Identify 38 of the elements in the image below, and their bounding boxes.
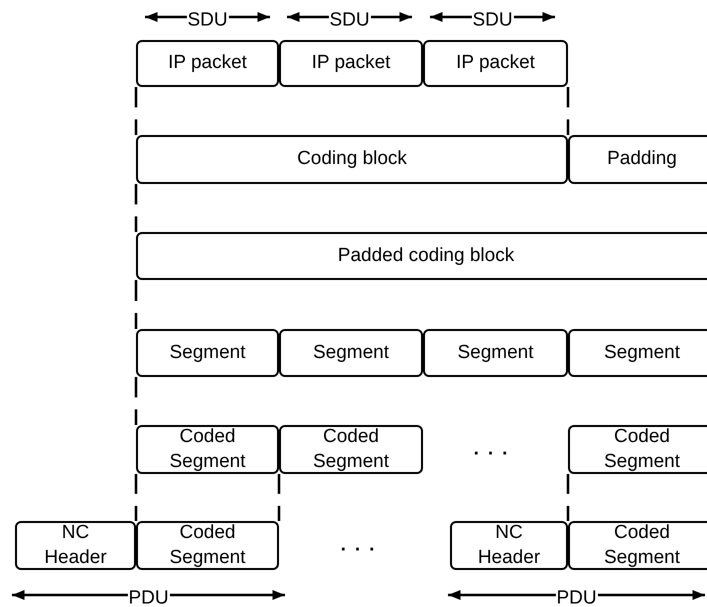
block-label: NC Header [476,520,542,570]
block-label: IP packet [312,51,390,76]
block-box [15,521,136,570]
dimension-label: PDU [555,588,598,607]
block-box [136,329,279,377]
block-label: IP packet [168,51,247,76]
block-box [279,425,423,474]
block-label: Coded Segment [312,424,390,474]
block-box [450,521,568,570]
block-box [568,425,707,474]
block-box [136,521,279,570]
block-label: Coding block [297,147,407,172]
block-box [568,521,707,570]
block-label: Coded Segment [168,520,247,570]
block-box [136,135,568,184]
block-label: Coded Segment [602,424,682,474]
block-box [279,329,423,377]
block-label: Coded Segment [602,520,682,570]
block-label: Segment [457,340,534,365]
block-box [279,40,423,87]
block-box [423,40,568,87]
block-box [423,329,568,377]
block-box [136,232,707,280]
block-label: Padding [607,147,677,172]
block-label: IP packet [456,51,535,76]
block-label: Coded Segment [168,424,247,474]
block-label: Segment [169,340,246,365]
dimension-label: PDU [127,588,170,607]
block-box [136,425,279,474]
block-label: NC Header [43,520,108,570]
block-label: Padded coding block [338,244,514,268]
block-label: Segment [604,340,680,365]
block-box [568,135,707,184]
block-label: Segment [312,340,390,365]
block-box [136,40,279,87]
ellipsis: ... [340,536,384,554]
block-box [568,329,707,377]
ellipsis: ... [472,440,518,458]
